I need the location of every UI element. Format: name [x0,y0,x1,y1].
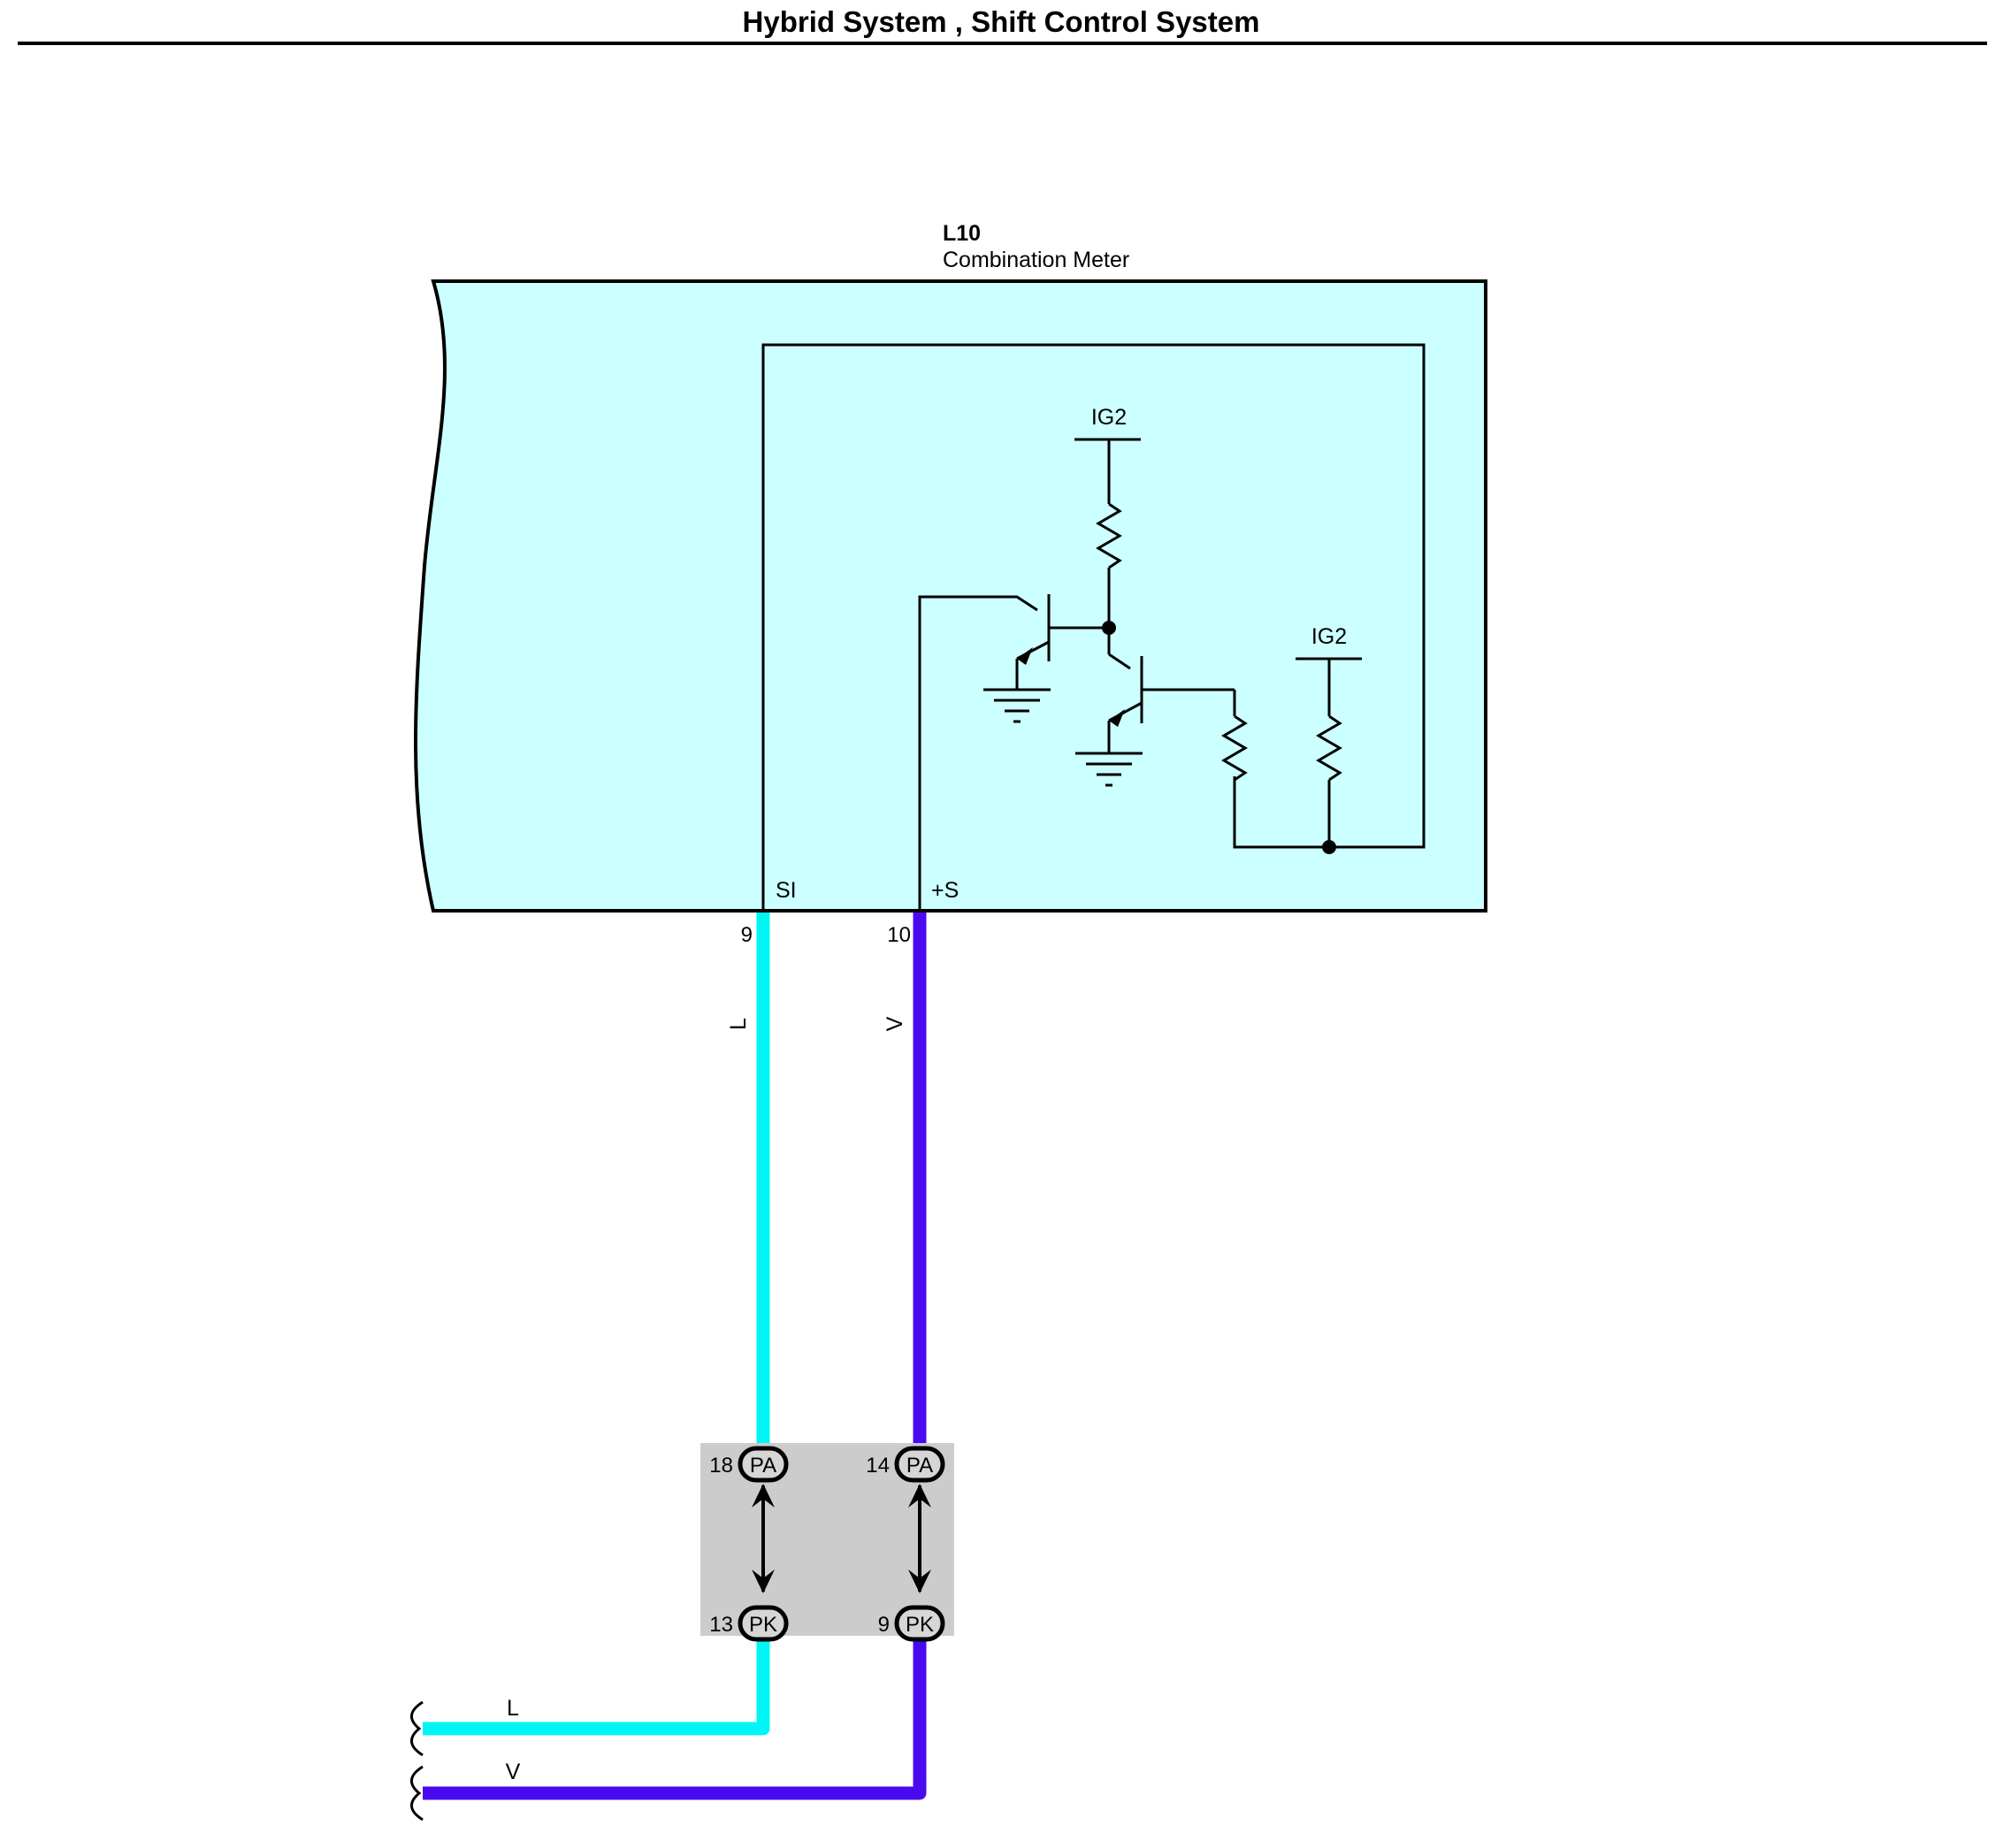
wire-v [423,913,927,1800]
junction-dot [1102,621,1116,635]
wire-label-l-lower: L [507,1696,519,1721]
terminal-plus-s: +S [931,878,959,903]
pin-18: 18 [709,1454,733,1478]
ig2-label-right: IG2 [1311,624,1347,649]
junction-dot [1322,840,1336,854]
wire-break-mark [410,1765,424,1821]
connector-link-right [908,1484,931,1593]
terminal-si: SI [776,878,797,903]
pin-9-pk: 9 [878,1613,890,1637]
component-name: Combination Meter [943,248,1129,272]
wire-label-v-lower: V [506,1760,521,1784]
pin-10: 10 [887,923,911,947]
component-id: L10 [943,221,981,246]
connector-pk-left: PK [738,1605,789,1642]
emitter-arrow-lower [1109,709,1125,727]
wire-l [423,913,770,1736]
connector-label: PA [750,1454,776,1478]
wire-label-v-upper: V [883,1016,907,1031]
connector-label: PK [906,1613,934,1637]
pin-9: 9 [741,923,753,947]
pin-13: 13 [709,1613,733,1637]
connector-pa-right: PA [894,1446,945,1483]
ig2-label-left: IG2 [1091,405,1127,430]
emitter-arrow-upper [1017,647,1033,665]
pin-14: 14 [866,1454,890,1478]
connector-link-left [752,1484,775,1593]
wire-break-mark [410,1700,424,1757]
wire-label-l-upper: L [726,1018,751,1030]
connector-pa-left: PA [738,1446,789,1483]
page-title: Hybrid System , Shift Control System [743,5,1260,38]
connector-label: PA [906,1454,933,1478]
connector-pk-right: PK [894,1605,945,1642]
connector-label: PK [749,1613,777,1637]
